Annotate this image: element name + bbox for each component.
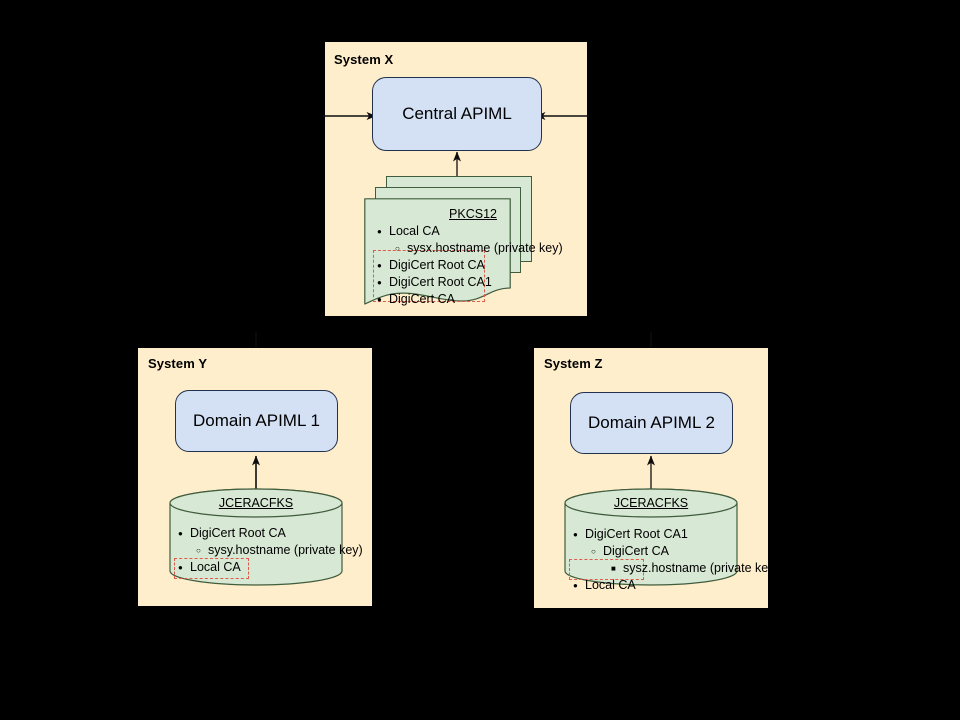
arrow-inbound-left-central xyxy=(323,112,377,120)
keystore-y-entry-0: DigiCert Root CA xyxy=(176,525,341,542)
keystore-y-entry-1: sysy.hostname (private key) xyxy=(176,542,363,559)
process-domain-apiml-1-label: Domain APIML 1 xyxy=(193,411,320,430)
keystore-cylinder-y[interactable]: JCERACFKS DigiCert Root CA sysy.hostname… xyxy=(169,488,363,586)
pkcs12-entry-1: sysx.hostname (private key) xyxy=(375,240,563,257)
system-x-title: System X xyxy=(334,52,394,67)
pkcs12-entry-2: DigiCert Root CA xyxy=(375,257,515,274)
keystore-z-entry-3: Local CA xyxy=(571,577,736,594)
system-y-title: System Y xyxy=(148,356,208,371)
keystore-z-entry-0: DigiCert Root CA1 xyxy=(571,526,736,543)
process-domain-apiml-1[interactable]: Domain APIML 1 xyxy=(175,390,338,452)
process-central-apiml-label: Central APIML xyxy=(402,104,512,123)
keystore-z-entry-2: sysz.hostname (private key) xyxy=(571,560,779,577)
keystore-y-entry-list: DigiCert Root CA sysy.hostname (private … xyxy=(176,525,363,576)
keystore-z-entry-1: DigiCert CA xyxy=(571,543,736,560)
process-domain-apiml-2-label: Domain APIML 2 xyxy=(588,413,715,432)
keystore-cylinder-z[interactable]: JCERACFKS DigiCert Root CA1 DigiCert CA … xyxy=(564,488,779,594)
pkcs12-entry-3: DigiCert Root CA1 xyxy=(375,274,515,291)
keystore-z-label: JCERACFKS xyxy=(613,496,689,510)
process-domain-apiml-2[interactable]: Domain APIML 2 xyxy=(570,392,733,454)
pkcs12-entry-0: Local CA xyxy=(375,223,515,240)
pkcs12-document-stack[interactable]: PKCS12 Local CA sysx.hostname (private k… xyxy=(364,176,563,308)
arrow-store-z-to-domain-apiml-2 xyxy=(647,455,655,494)
pkcs12-label: PKCS12 xyxy=(449,207,497,221)
system-z-title: System Z xyxy=(544,356,603,371)
pkcs12-entry-4: DigiCert CA xyxy=(375,291,515,308)
arrow-inbound-right-central xyxy=(535,112,589,120)
pkcs12-entry-list: Local CA sysx.hostname (private key) Dig… xyxy=(375,223,563,308)
keystore-y-label: JCERACFKS xyxy=(218,496,294,510)
process-central-apiml[interactable]: Central APIML xyxy=(372,77,542,151)
keystore-y-entry-2: Local CA xyxy=(176,559,341,576)
keystore-z-entry-list: DigiCert Root CA1 DigiCert CA sysz.hostn… xyxy=(571,526,779,594)
